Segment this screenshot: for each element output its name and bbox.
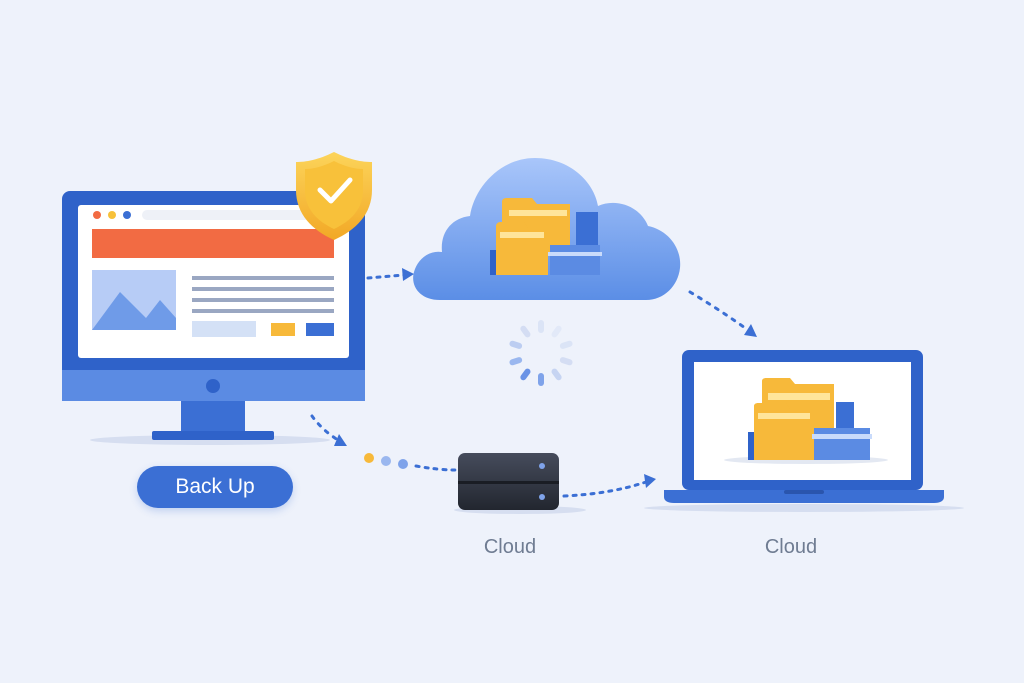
shield-check-icon bbox=[296, 152, 372, 240]
loading-spinner-icon bbox=[509, 320, 573, 386]
connector-server-to-laptop bbox=[562, 474, 656, 498]
connector-monitor-to-cloud bbox=[366, 268, 414, 281]
desktop-monitor-icon bbox=[62, 191, 365, 445]
connector-to-server bbox=[364, 453, 458, 472]
back-up-button[interactable]: Back Up bbox=[137, 466, 293, 508]
cloud-folders-icon bbox=[413, 158, 681, 300]
connector-monitor-down bbox=[310, 414, 347, 446]
connector-cloud-to-laptop bbox=[688, 290, 757, 337]
laptop-caption: Cloud bbox=[764, 536, 818, 558]
server-drive-icon bbox=[454, 453, 586, 514]
laptop-folders-icon bbox=[644, 350, 964, 512]
server-caption: Cloud bbox=[483, 536, 537, 558]
